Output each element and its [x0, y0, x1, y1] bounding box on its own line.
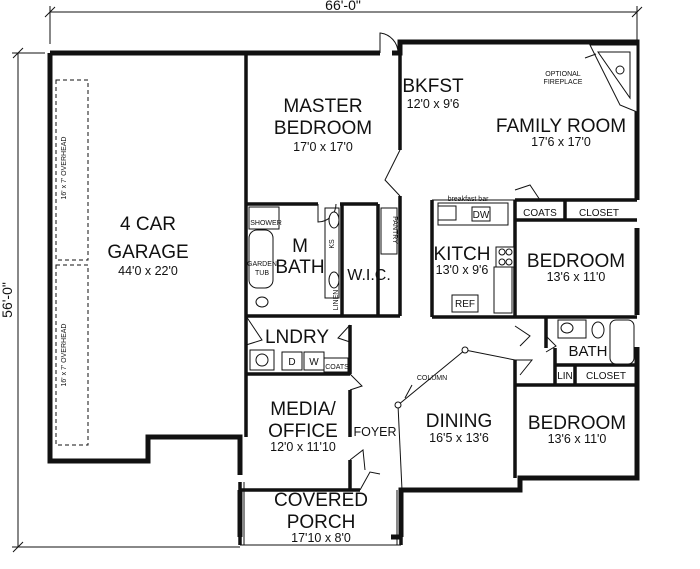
master-bedroom-name-2: BEDROOM	[274, 118, 372, 139]
m-bath-name-1: M	[292, 236, 308, 257]
breakfast-bar-label: breakfast bar	[448, 196, 490, 203]
media-office-name-1: MEDIA/	[270, 399, 336, 420]
dining-name: DINING	[426, 411, 493, 432]
shower-label: SHOWER	[250, 220, 282, 227]
overhead-door-2-label: 16' x 7' OVERHEAD	[61, 324, 68, 387]
family-room-name: FAMILY ROOM	[496, 116, 626, 137]
overhead-door-1-label: 16' x 7' OVERHEAD	[61, 137, 68, 200]
pantry-label: PANTRY	[391, 216, 398, 244]
wic-label: W.I.C.	[347, 267, 391, 284]
garage-size: 44'0 x 22'0	[118, 264, 178, 278]
m-bath-name-2: BATH	[275, 257, 324, 278]
ref-label: REF	[455, 299, 475, 310]
master-bedroom-size: 17'0 x 17'0	[293, 140, 353, 154]
dw-label: DW	[473, 210, 490, 221]
fireplace	[584, 44, 638, 113]
linen-label: LINEN	[333, 290, 340, 311]
garden-tub-label-1: GARDEN	[247, 261, 277, 268]
laundry-coats-label: COATS	[325, 364, 349, 371]
overall-depth-label: 56'-0"	[0, 282, 15, 318]
kitchen-name: KITCH	[434, 244, 491, 265]
optional-fireplace-label-1: OPTIONAL	[545, 71, 581, 78]
overall-width-label: 66'-0"	[325, 0, 361, 13]
bedroom-1-size: 13'6 x 11'0	[547, 270, 606, 284]
foyer-label: FOYER	[353, 425, 396, 439]
overhead-door-1	[55, 79, 89, 261]
bath-label: BATH	[569, 343, 608, 360]
kitchen-size: 13'0 x 9'6	[436, 263, 489, 277]
laundry-fixtures	[249, 349, 349, 373]
exterior-wall	[47, 39, 640, 540]
bkfst-size: 12'0 x 9'6	[407, 97, 460, 111]
covered-porch-name-1: COVERED	[274, 490, 368, 511]
coats-label-1: COATS	[523, 208, 557, 219]
lin-label: LIN	[557, 371, 573, 382]
dining-size: 16'5 x 13'6	[429, 431, 489, 445]
dryer-label: D	[288, 357, 295, 368]
washer-label: W	[309, 357, 319, 368]
family-room-size: 17'6 x 17'0	[531, 135, 591, 149]
covered-porch-name-2: PORCH	[287, 512, 356, 533]
garden-tub-label-2: TUB	[255, 270, 269, 277]
closet-label-1: CLOSET	[579, 208, 619, 219]
bedroom-1-name: BEDROOM	[527, 251, 625, 272]
kitchen-counters	[432, 199, 515, 314]
bath-fixtures	[557, 319, 635, 365]
width-dimension-line	[44, 6, 643, 44]
master-bath-fixtures	[248, 206, 398, 308]
master-bedroom-name-1: MASTER	[283, 96, 362, 117]
bkfst-name: BKFST	[402, 76, 464, 97]
ks-label: KS	[329, 239, 336, 249]
dining-partition	[394, 346, 516, 491]
bedroom-2-size: 13'6 x 11'0	[548, 432, 607, 446]
depth-dimension-line	[12, 47, 240, 553]
bedroom-2-name: BEDROOM	[528, 413, 626, 434]
interior-walls	[240, 53, 637, 492]
optional-fireplace-label-2: FIREPLACE	[544, 79, 583, 86]
garage-name-1: 4 CAR	[120, 214, 176, 235]
media-office-size: 12'0 x 11'10	[270, 440, 336, 454]
lndry-name: LNDRY	[265, 327, 329, 348]
overhead-door-2	[55, 264, 89, 446]
media-office-name-2: OFFICE	[268, 421, 338, 442]
porch-rail	[238, 482, 403, 546]
covered-porch-size: 17'10 x 8'0	[291, 531, 351, 545]
closet-label-2: CLOSET	[586, 371, 626, 382]
garage-name-2: GARAGE	[107, 242, 188, 263]
column-label: COLUMN	[417, 375, 447, 382]
